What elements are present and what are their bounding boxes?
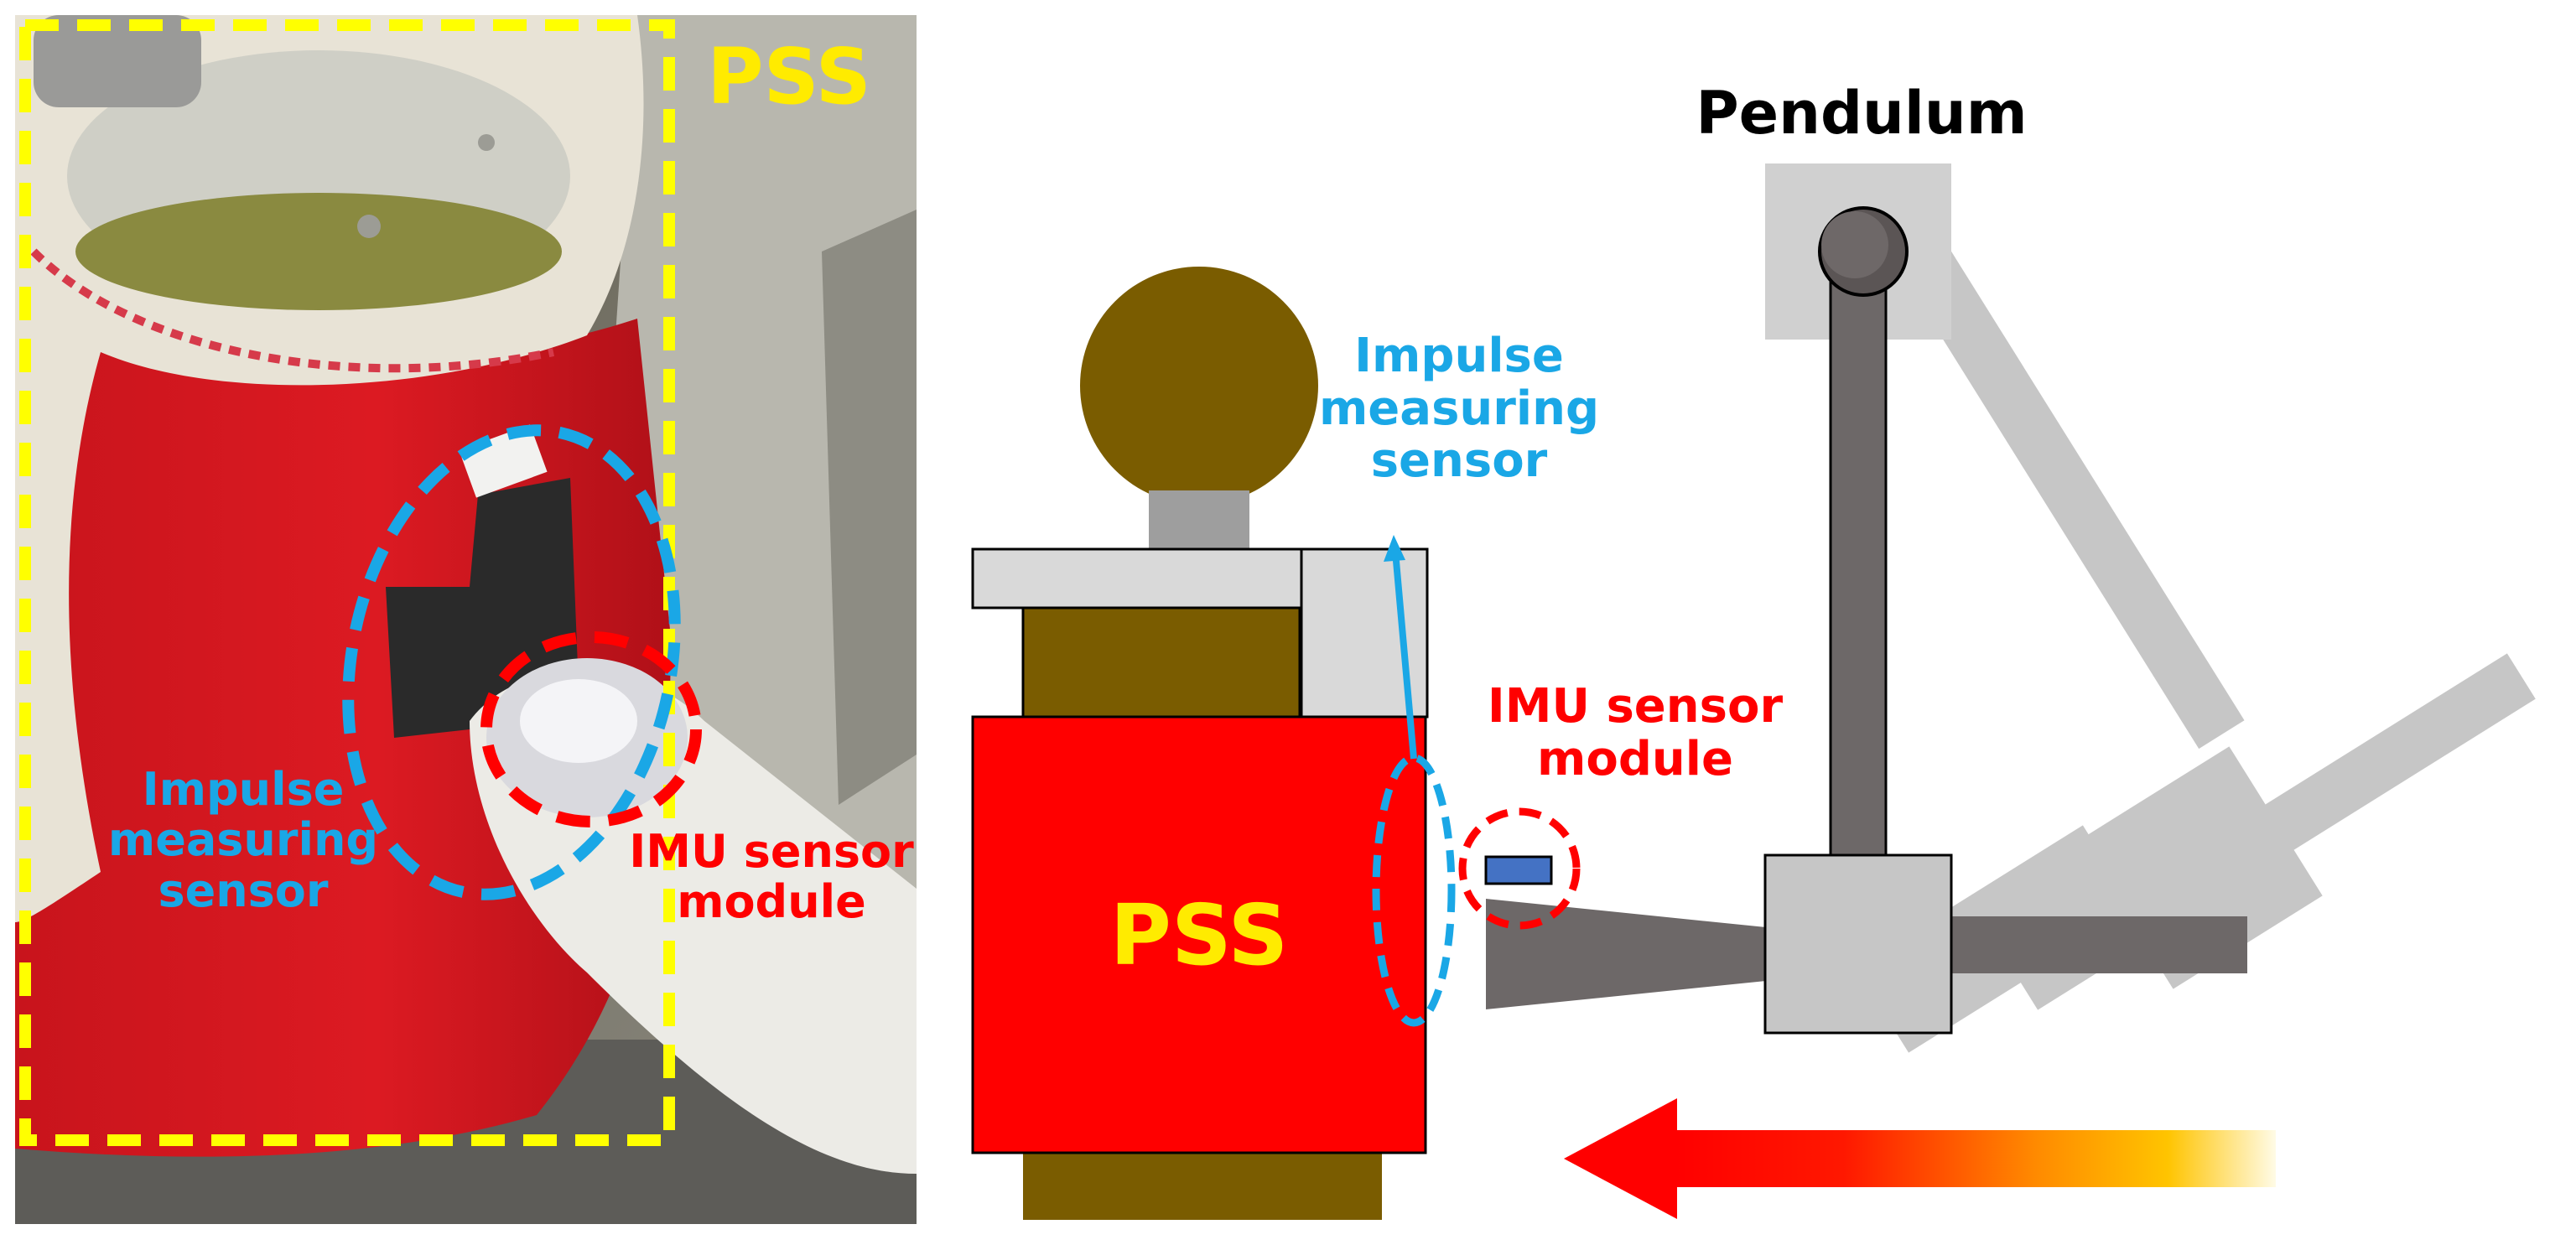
motion-arrow-head — [1564, 1098, 1677, 1219]
vest-trim — [30, 248, 555, 373]
photo-pss-label: PSS — [707, 32, 871, 122]
diagram-impulse-label: Impulse measuring sensor — [1318, 329, 1600, 489]
pendulum-label: Pendulum — [1696, 79, 2028, 148]
imu-sensor-block — [1484, 855, 1553, 885]
photo-impulse-sensor-ellipse — [342, 424, 681, 900]
motion-arrow-body — [1675, 1130, 2276, 1187]
pendulum-hub — [1763, 853, 1953, 1035]
pendulum-pivot-highlight — [1821, 211, 1888, 278]
photo-panel — [15, 15, 917, 1224]
impulse-pointer-line — [1392, 551, 1417, 760]
imu-module-highlight — [520, 679, 637, 763]
pendulum-rod — [1829, 241, 1888, 865]
diagram-pss-label: PSS — [1109, 886, 1289, 984]
pendulum-impactor — [1486, 899, 1766, 1009]
dummy-torso — [971, 715, 1427, 1154]
pendulum-arm — [1950, 916, 2247, 973]
dummy-neck — [1149, 490, 1249, 549]
diagram-imu-label: IMU sensor module — [1487, 679, 1784, 786]
dummy-spine — [1021, 606, 1301, 718]
photo-impulse-label: Impulse measuring sensor — [107, 763, 379, 917]
photo-imu-ellipse — [480, 631, 702, 827]
diagram-imu-circle — [1458, 807, 1581, 930]
dummy-pelvis — [1023, 1144, 1382, 1220]
bolt — [478, 134, 495, 151]
photo-pss-dashed-box — [19, 19, 675, 1146]
head-plate-rim — [75, 193, 562, 310]
machine-rail — [822, 210, 917, 805]
photo-imu-label: IMU sensor module — [629, 825, 914, 929]
impulse-pointer-arrowhead — [1384, 535, 1405, 562]
neck-mount — [34, 15, 201, 107]
diagram-impulse-sensor-ellipse — [1372, 754, 1456, 1027]
bolt — [357, 215, 381, 238]
dummy-head — [1080, 267, 1318, 505]
pendulum-ghost-rod — [1878, 208, 2245, 750]
pendulum — [1484, 163, 2247, 1035]
